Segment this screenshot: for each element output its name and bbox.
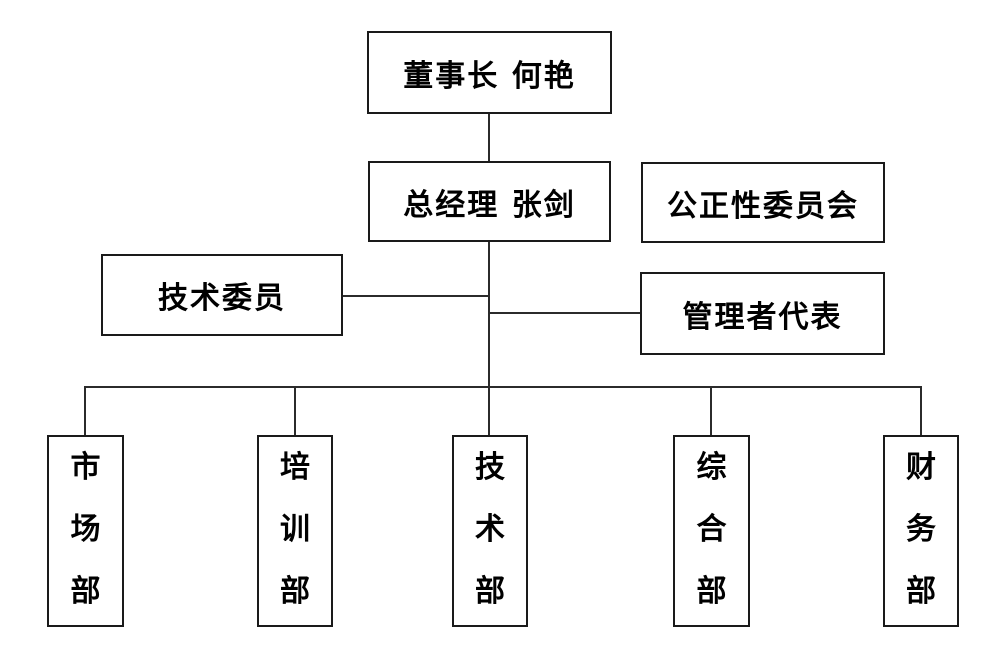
dept-char: 合 xyxy=(696,512,727,547)
node-chairman: 董事长 何艳 xyxy=(367,31,612,114)
node-general-manager-label: 总经理 张剑 xyxy=(403,187,576,223)
connector-management-representative xyxy=(490,312,640,314)
dept-char: 部 xyxy=(696,574,727,609)
node-management-representative-label: 管理者代表 xyxy=(682,299,843,335)
node-general-manager: 总经理 张剑 xyxy=(368,161,611,242)
dept-char: 部 xyxy=(70,574,101,609)
dept-char: 培 xyxy=(280,450,310,485)
node-dept-general-affairs: 综 合 部 xyxy=(673,435,750,627)
dept-char: 训 xyxy=(280,512,310,547)
node-impartiality-committee-label: 公正性委员会 xyxy=(667,188,859,224)
connector-drop-marketing xyxy=(84,386,86,435)
node-dept-marketing: 市 场 部 xyxy=(47,435,124,627)
dept-char: 技 xyxy=(475,450,505,485)
dept-char: 部 xyxy=(280,574,310,609)
node-chairman-label: 董事长 何艳 xyxy=(403,58,576,94)
node-dept-training: 培 训 部 xyxy=(257,435,333,627)
dept-char: 部 xyxy=(906,574,936,609)
connector-drop-finance xyxy=(920,386,922,435)
dept-char: 术 xyxy=(475,512,505,547)
connector-departments-horizontal xyxy=(85,386,922,388)
dept-char: 市 xyxy=(70,450,101,485)
connector-drop-training xyxy=(294,386,296,435)
node-management-representative: 管理者代表 xyxy=(640,272,885,355)
dept-char: 场 xyxy=(70,512,101,547)
node-dept-finance: 财 务 部 xyxy=(883,435,959,627)
dept-char: 务 xyxy=(906,512,936,547)
node-technical-committee: 技术委员 xyxy=(101,254,343,336)
connector-chairman-to-gm xyxy=(488,114,490,161)
dept-char: 部 xyxy=(475,574,505,609)
node-impartiality-committee: 公正性委员会 xyxy=(641,162,885,243)
node-technical-committee-label: 技术委员 xyxy=(158,281,286,316)
dept-char: 财 xyxy=(906,450,936,485)
connector-technical-committee xyxy=(343,295,489,297)
dept-char: 综 xyxy=(696,450,727,485)
connector-drop-general-affairs xyxy=(710,386,712,435)
node-dept-technical: 技 术 部 xyxy=(452,435,528,627)
connector-gm-trunk xyxy=(488,242,490,435)
